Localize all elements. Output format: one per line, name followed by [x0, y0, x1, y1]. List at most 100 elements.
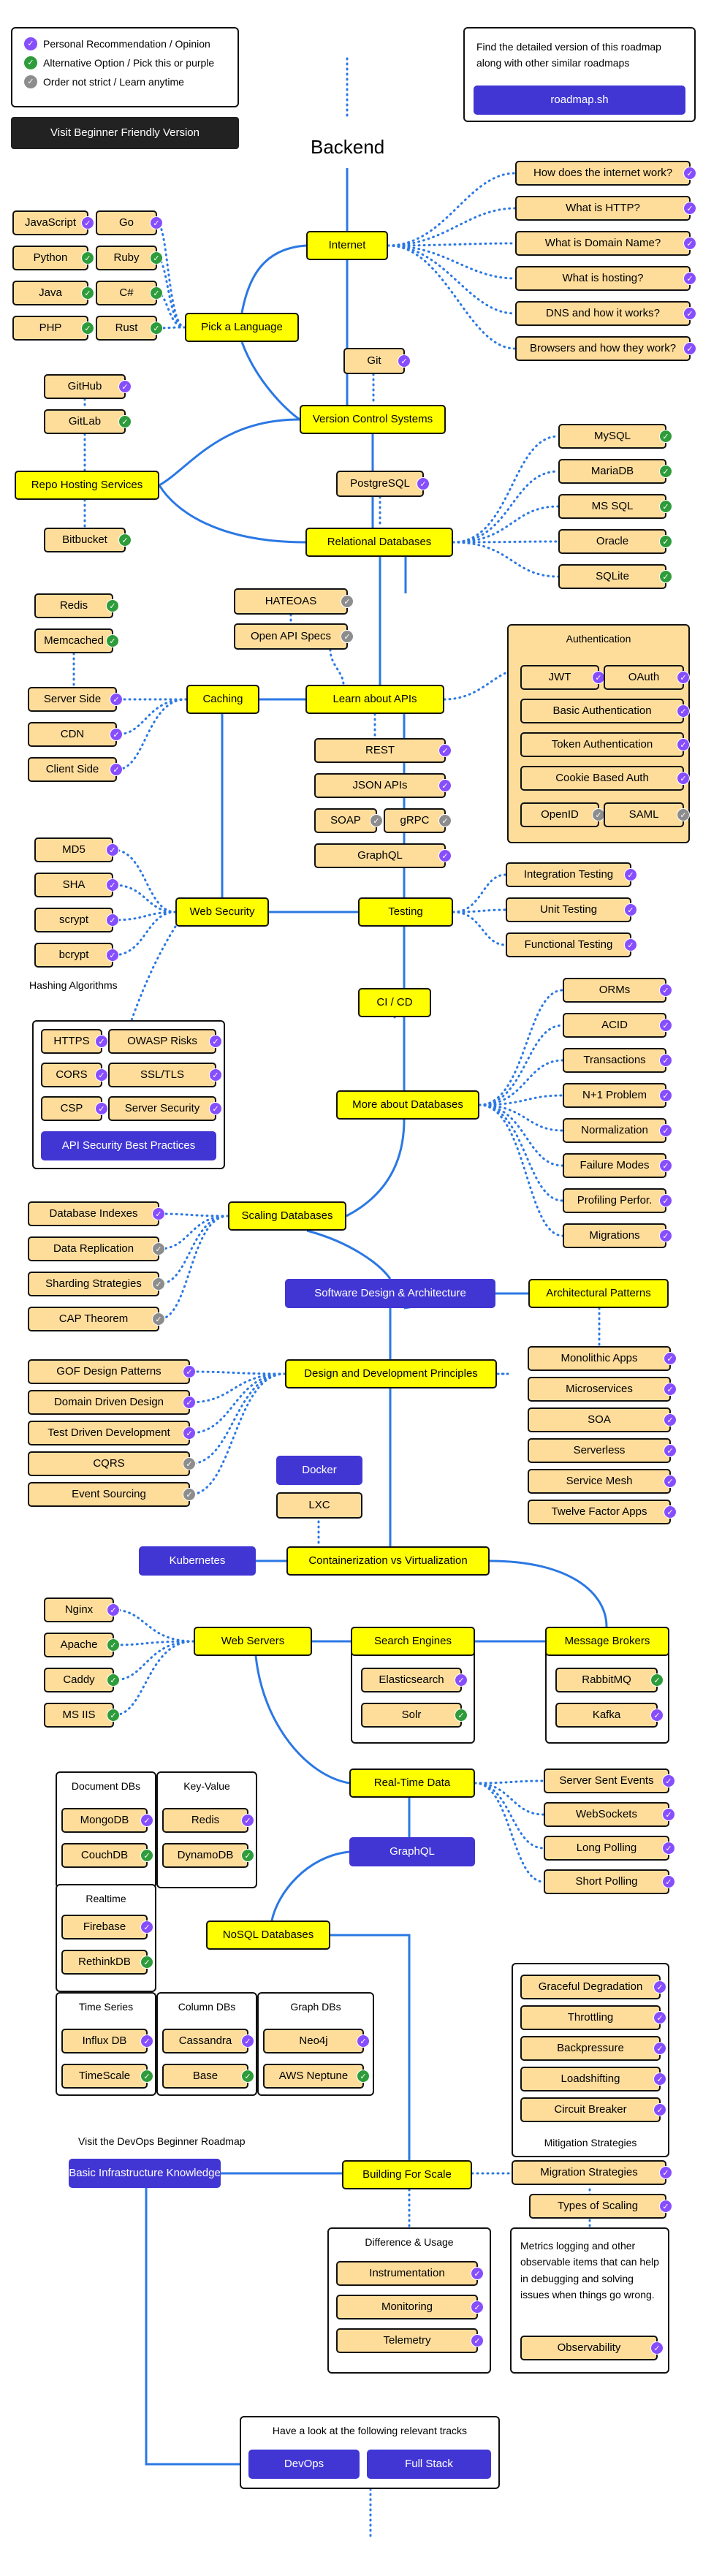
oauth-node[interactable]: OAuth✓ — [604, 665, 690, 690]
mongodb-node[interactable]: MongoDB✓ — [61, 1808, 153, 1833]
rethinkdb-node[interactable]: RethinkDB✓ — [61, 1950, 153, 1975]
relational-node[interactable]: Relational Databases — [305, 528, 453, 557]
firebase-node[interactable]: Firebase✓ — [61, 1915, 153, 1939]
caching-node[interactable]: Caching — [186, 685, 259, 714]
building-scale-node[interactable]: Building For Scale — [342, 2160, 472, 2189]
gitlab-node[interactable]: GitLab✓ — [44, 409, 132, 434]
sqlite-node[interactable]: SQLite✓ — [558, 564, 672, 589]
web-servers-node[interactable]: Web Servers — [194, 1627, 312, 1656]
basic-infra-node[interactable]: Basic Infrastructure Knowledge — [69, 2159, 221, 2188]
repo-hosting-node[interactable]: Repo Hosting Services — [15, 471, 159, 500]
sharding-node[interactable]: Sharding Strategies✓ — [28, 1272, 165, 1296]
websockets-node[interactable]: WebSockets✓ — [544, 1802, 675, 1827]
sha-node[interactable]: SHA✓ — [34, 873, 119, 897]
telemetry-node[interactable]: Telemetry✓ — [336, 2328, 484, 2353]
monolithic-node[interactable]: Monolithic Apps✓ — [528, 1346, 677, 1371]
https-node[interactable]: HTTPS✓ — [41, 1029, 108, 1054]
acid-node[interactable]: ACID✓ — [563, 1013, 672, 1038]
loadshifting-node[interactable]: Loadshifting✓ — [520, 2067, 666, 2091]
functional-testing-node[interactable]: Functional Testing✓ — [506, 932, 637, 957]
integration-testing-node[interactable]: Integration Testing✓ — [506, 862, 637, 887]
oracle-node[interactable]: Oracle✓ — [558, 529, 672, 554]
api-security-node[interactable]: API Security Best Practices — [41, 1131, 216, 1160]
n-plus-one-node[interactable]: N+1 Problem✓ — [563, 1083, 672, 1108]
db-indexes-node[interactable]: Database Indexes✓ — [28, 1201, 165, 1226]
javascript-node[interactable]: JavaScript✓ — [12, 210, 94, 235]
rust-node[interactable]: Rust✓ — [96, 316, 163, 341]
containerization-node[interactable]: Containerization vs Virtualization — [286, 1546, 490, 1576]
redis2-node[interactable]: Redis✓ — [162, 1808, 254, 1833]
owasp-node[interactable]: OWASP Risks✓ — [108, 1029, 222, 1054]
bcrypt-node[interactable]: bcrypt✓ — [34, 943, 119, 968]
instrumentation-node[interactable]: Instrumentation✓ — [336, 2261, 484, 2286]
timescale-node[interactable]: TimeScale✓ — [61, 2064, 153, 2089]
design-principles-node[interactable]: Design and Development Principles — [285, 1359, 497, 1388]
ddd-node[interactable]: Domain Driven Design✓ — [28, 1390, 196, 1415]
short-polling-node[interactable]: Short Polling✓ — [544, 1869, 675, 1894]
influxdb-node[interactable]: Influx DB✓ — [61, 2029, 153, 2053]
graphql2-node[interactable]: GraphQL — [349, 1837, 475, 1866]
throttling-node[interactable]: Throttling✓ — [520, 2005, 666, 2030]
more-databases-node[interactable]: More about Databases — [336, 1090, 479, 1120]
couchdb-node[interactable]: CouchDB✓ — [61, 1843, 153, 1868]
nosql-node[interactable]: NoSQL Databases — [206, 1920, 330, 1950]
mariadb-node[interactable]: MariaDB✓ — [558, 459, 672, 484]
cicd-node[interactable]: CI / CD — [358, 988, 431, 1017]
migration-strategies-node[interactable]: Migration Strategies✓ — [512, 2160, 672, 2185]
roadmap-sh-button[interactable]: roadmap.sh — [474, 86, 685, 115]
kubernetes-node[interactable]: Kubernetes — [139, 1546, 256, 1576]
cdn-node[interactable]: CDN✓ — [28, 722, 123, 747]
postgresql-node[interactable]: PostgreSQL✓ — [336, 471, 430, 497]
cap-node[interactable]: CAP Theorem✓ — [28, 1307, 165, 1331]
pick-language-node[interactable]: Pick a Language — [185, 313, 299, 342]
jwt-node[interactable]: JWT✓ — [520, 665, 605, 690]
backpressure-node[interactable]: Backpressure✓ — [520, 2036, 666, 2061]
python-node[interactable]: Python✓ — [12, 246, 94, 270]
monitoring-node[interactable]: Monitoring✓ — [336, 2295, 484, 2319]
aws-neptune-node[interactable]: AWS Neptune✓ — [263, 2064, 370, 2089]
orms-node[interactable]: ORMs✓ — [563, 978, 672, 1003]
unit-testing-node[interactable]: Unit Testing✓ — [506, 897, 637, 922]
twelve-factor-node[interactable]: Twelve Factor Apps✓ — [528, 1500, 677, 1524]
dns-node[interactable]: DNS and how it works?✓ — [515, 301, 696, 326]
migrations1-node[interactable]: Migrations✓ — [563, 1223, 672, 1248]
cors-node[interactable]: CORS✓ — [41, 1063, 108, 1087]
long-polling-node[interactable]: Long Polling✓ — [544, 1836, 675, 1861]
saml-node[interactable]: SAML✓ — [604, 802, 690, 827]
devops-node[interactable]: DevOps — [248, 2450, 360, 2479]
circuit-breaker-node[interactable]: Circuit Breaker✓ — [520, 2097, 666, 2122]
vcs-node[interactable]: Version Control Systems — [300, 405, 446, 434]
cassandra-node[interactable]: Cassandra✓ — [162, 2029, 254, 2053]
kafka-node[interactable]: Kafka✓ — [555, 1703, 664, 1728]
sse-node[interactable]: Server Sent Events✓ — [544, 1768, 675, 1793]
search-engines-node[interactable]: Search Engines — [351, 1627, 475, 1656]
service-mesh-node[interactable]: Service Mesh✓ — [528, 1469, 677, 1494]
how-internet-node[interactable]: How does the internet work?✓ — [515, 161, 696, 186]
go-node[interactable]: Go✓ — [96, 210, 163, 235]
dynamodb-node[interactable]: DynamoDB✓ — [162, 1843, 254, 1868]
mssql-node[interactable]: MS SQL✓ — [558, 494, 672, 519]
data-replication-node[interactable]: Data Replication✓ — [28, 1236, 165, 1261]
arch-patterns-node[interactable]: Architectural Patterns — [528, 1279, 669, 1308]
scrypt-node[interactable]: scrypt✓ — [34, 908, 119, 932]
message-brokers-node[interactable]: Message Brokers — [545, 1627, 669, 1656]
docker-node[interactable]: Docker — [276, 1456, 362, 1485]
full-stack-node[interactable]: Full Stack — [367, 2450, 491, 2479]
base-node[interactable]: Base✓ — [162, 2064, 254, 2089]
failure-modes-node[interactable]: Failure Modes✓ — [563, 1153, 672, 1178]
hateoas-node[interactable]: HATEOAS✓ — [234, 588, 354, 615]
mysql-node[interactable]: MySQL✓ — [558, 424, 672, 449]
gof-node[interactable]: GOF Design Patterns✓ — [28, 1359, 196, 1384]
memcached-node[interactable]: Memcached✓ — [34, 628, 119, 653]
json-apis-node[interactable]: JSON APIs✓ — [314, 773, 452, 798]
php-node[interactable]: PHP✓ — [12, 316, 94, 341]
browsers-node[interactable]: Browsers and how they work?✓ — [515, 336, 696, 361]
internet-node[interactable]: Internet — [306, 231, 388, 260]
bitbucket-node[interactable]: Bitbucket✓ — [44, 528, 132, 552]
soa-node[interactable]: SOA✓ — [528, 1407, 677, 1432]
csp-node[interactable]: CSP✓ — [41, 1096, 108, 1121]
normalization-node[interactable]: Normalization✓ — [563, 1118, 672, 1143]
domain-node[interactable]: What is Domain Name?✓ — [515, 231, 696, 256]
redis1-node[interactable]: Redis✓ — [34, 593, 119, 618]
client-side-node[interactable]: Client Side✓ — [28, 757, 123, 782]
